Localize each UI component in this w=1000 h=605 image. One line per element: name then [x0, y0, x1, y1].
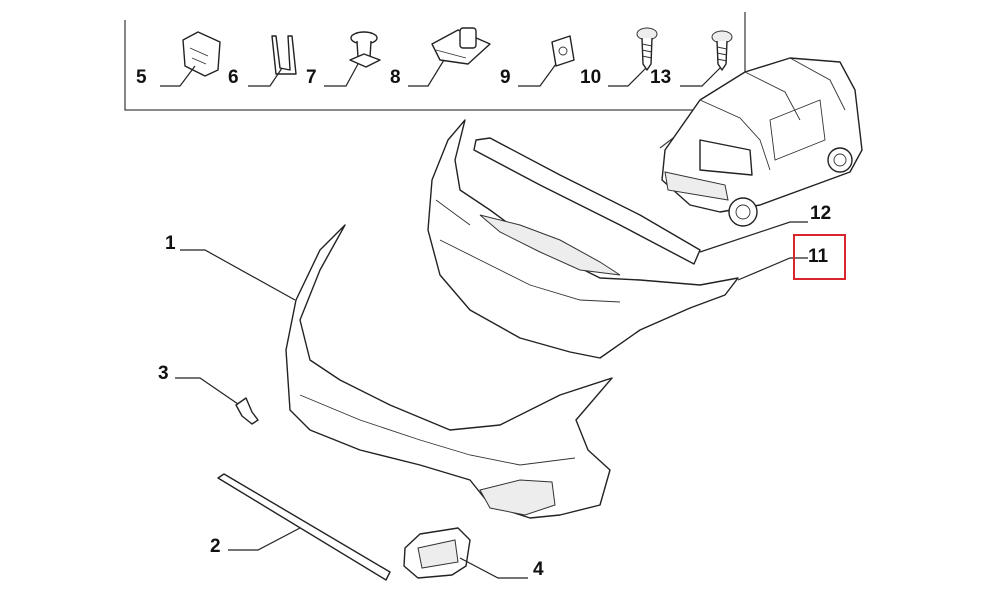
- callout-8: 8: [390, 67, 401, 88]
- part-5-clip: [182, 31, 221, 77]
- callout-5: 5: [136, 67, 147, 88]
- part-9-plate: [551, 35, 575, 67]
- part-4-fog-bezel: [403, 527, 471, 579]
- part-11-upper-bumper: [427, 119, 739, 359]
- van-thumbnail-icon: [661, 57, 863, 227]
- callout-13: 13: [650, 67, 672, 88]
- callout-7: 7: [306, 67, 317, 88]
- part-1-lower-bumper: [285, 224, 613, 519]
- hardware-leaders: [160, 59, 721, 87]
- part-6-u-clip: [271, 35, 297, 75]
- part-12-strip: [473, 137, 701, 265]
- part-2-trim-strip: [217, 473, 391, 581]
- part-13-screw: [711, 30, 733, 71]
- part-10-screw: [636, 27, 658, 71]
- callout-10: 10: [580, 67, 602, 88]
- highlight-box-11: [793, 234, 846, 280]
- callout-12: 12: [810, 203, 832, 224]
- part-8-nut: [431, 27, 491, 65]
- main-leaders: [175, 221, 808, 579]
- callout-3: 3: [158, 363, 169, 384]
- callout-6: 6: [228, 67, 239, 88]
- callout-9: 9: [500, 67, 511, 88]
- callout-11: 11: [808, 246, 829, 267]
- part-3-hook-cover: [235, 397, 259, 425]
- callout-2: 2: [210, 536, 221, 557]
- callout-1: 1: [165, 233, 176, 254]
- part-7-rivet: [349, 31, 381, 68]
- callout-4: 4: [533, 559, 544, 580]
